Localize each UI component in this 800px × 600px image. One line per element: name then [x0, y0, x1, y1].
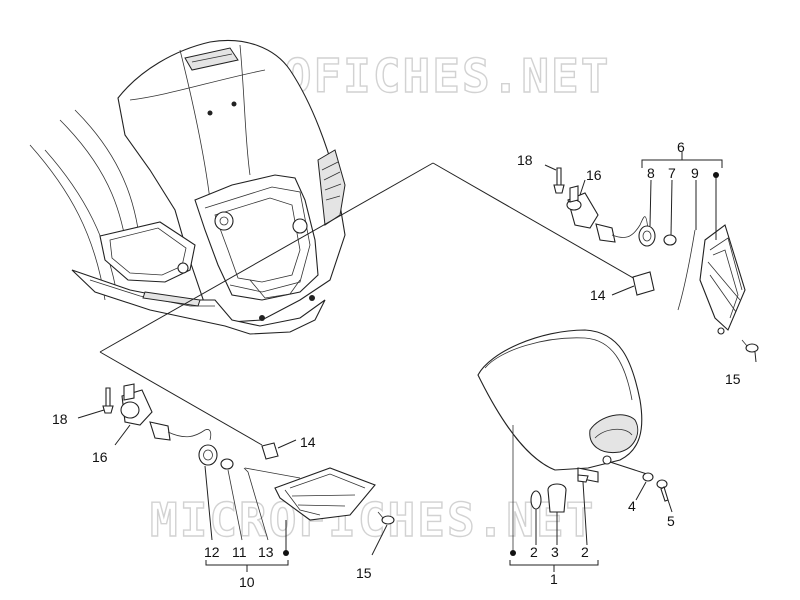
callout-15-right: 15: [725, 371, 741, 387]
watermark-bottom: MICROFICHES.NET: [150, 493, 595, 547]
callout-3: 3: [551, 544, 559, 560]
callout-4: 4: [628, 498, 636, 514]
callout-1: 1: [550, 571, 558, 587]
left-turn-signal-assembly: [77, 383, 395, 572]
callout-9: 9: [691, 165, 699, 181]
callout-16-left: 16: [92, 449, 108, 465]
right-turn-signal-assembly: [544, 152, 759, 363]
callout-16-right: 16: [586, 167, 602, 183]
callout-13: 13: [258, 544, 274, 560]
front-shield-body: [29, 39, 346, 335]
callout-18-left: 18: [52, 411, 68, 427]
callout-2-left: 2: [530, 544, 538, 560]
callout-11: 11: [232, 544, 247, 560]
explode-lines: [99, 162, 643, 446]
callout-10: 10: [239, 574, 255, 590]
callout-12: 12: [204, 544, 220, 560]
callout-7: 7: [668, 165, 676, 181]
callout-6: 6: [677, 139, 685, 155]
callout-2-right: 2: [581, 544, 589, 560]
callout-8: 8: [647, 165, 655, 181]
callout-14-right: 14: [590, 287, 606, 303]
callout-18-right: 18: [517, 152, 533, 168]
tail-light-assembly: [477, 329, 673, 572]
callout-14-left: 14: [300, 434, 316, 450]
callout-15-left: 15: [356, 565, 372, 581]
callout-5: 5: [667, 513, 675, 529]
callouts: 18 16 6 8 7 9 14 15 18 16 14 12 11 13 10…: [52, 139, 741, 590]
